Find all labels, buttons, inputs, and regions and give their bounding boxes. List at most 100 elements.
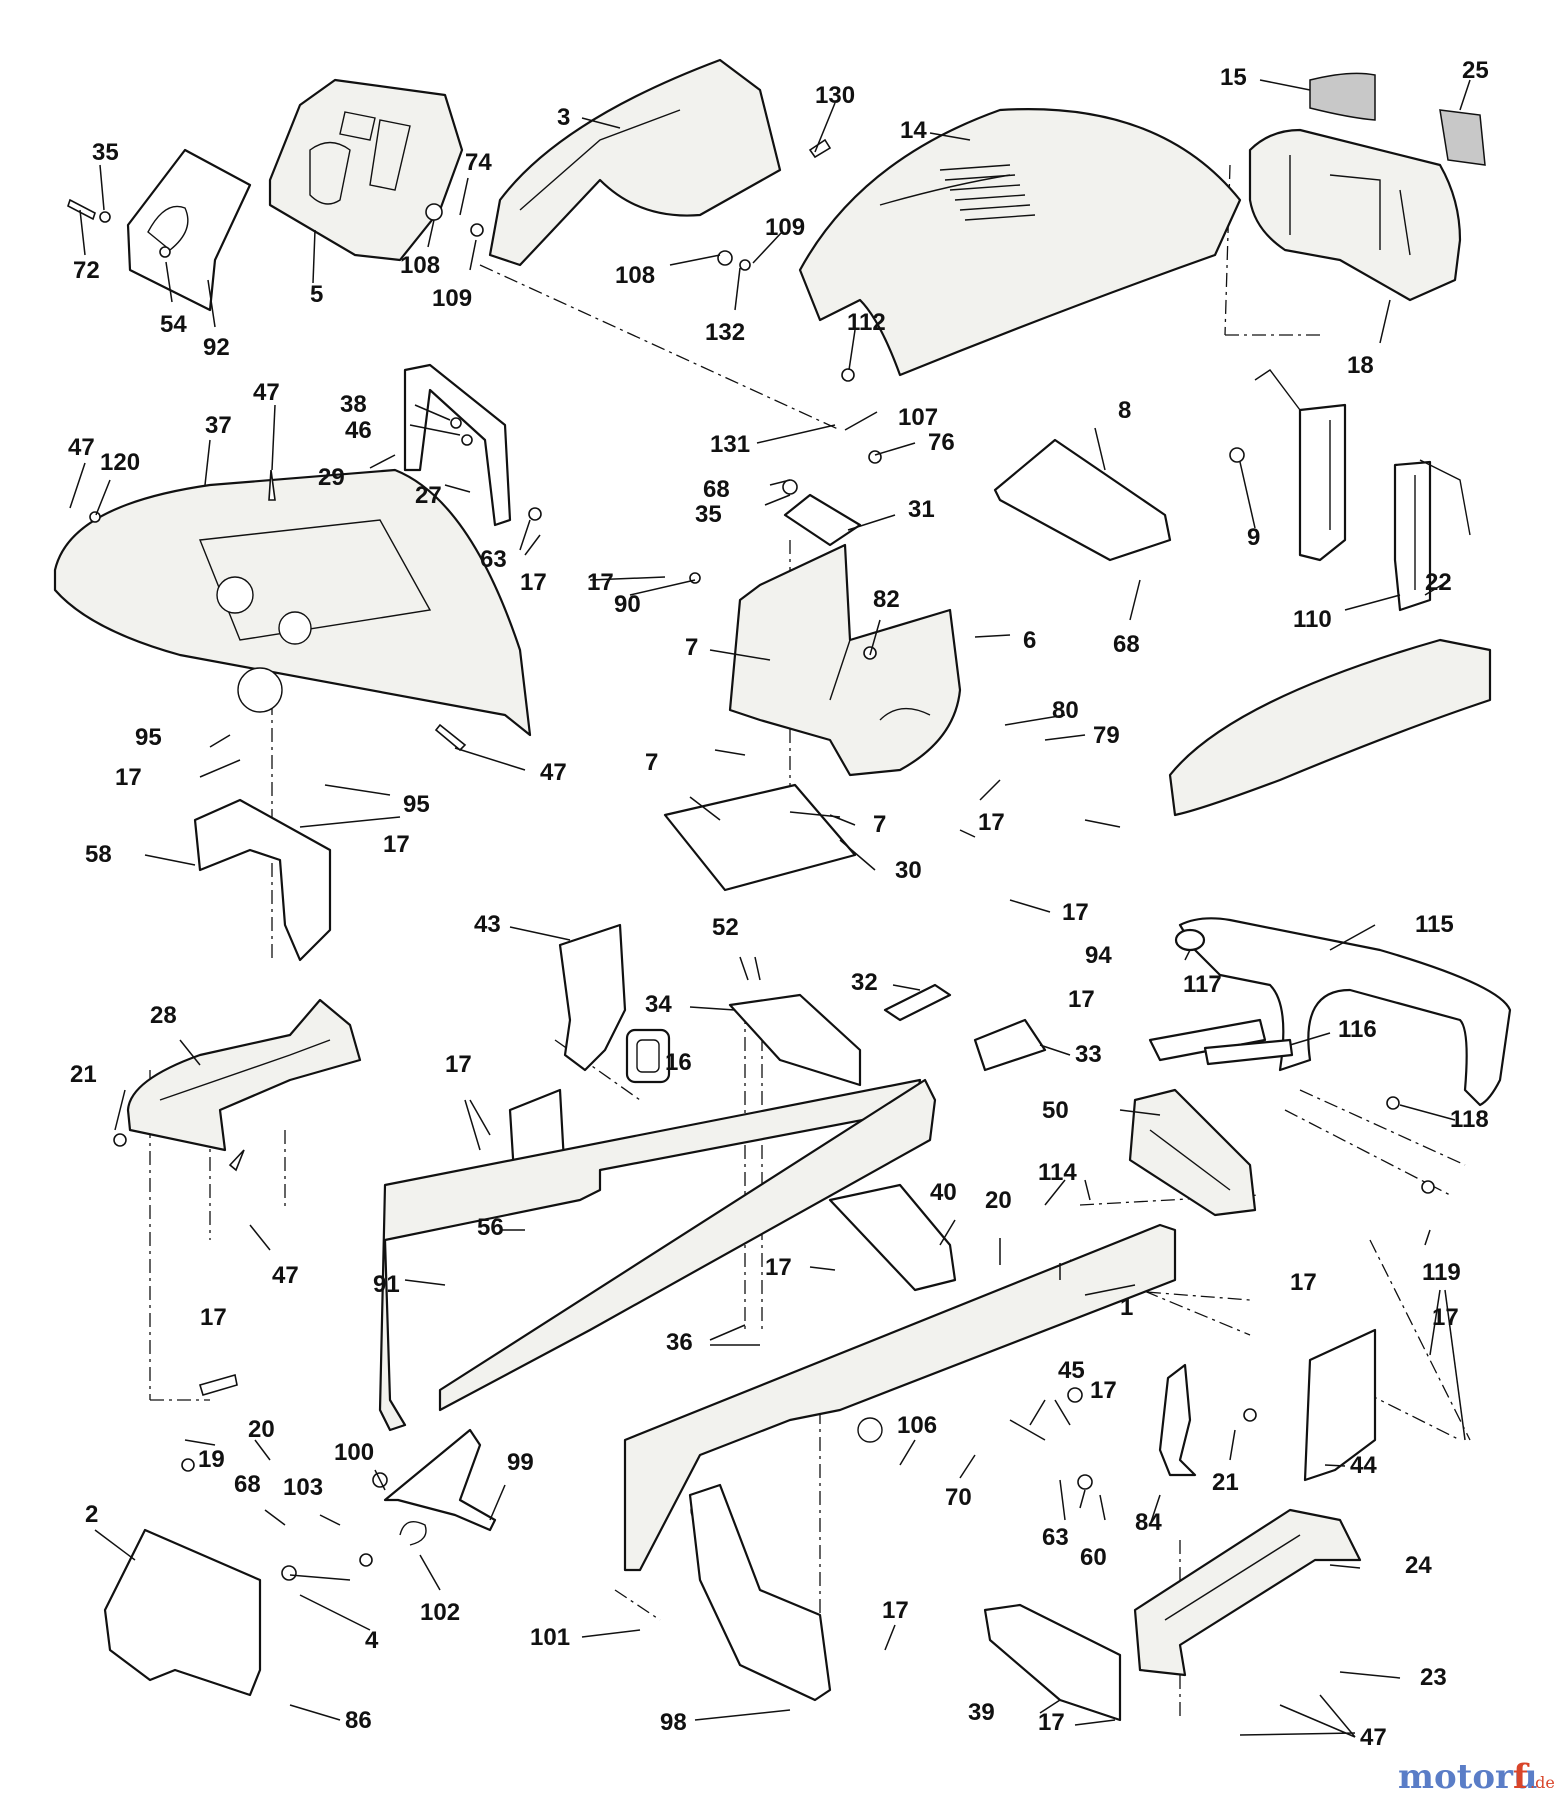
- callout-17: 17: [1062, 899, 1089, 926]
- part-32-bracket: [883, 983, 952, 1022]
- callout-16: 16: [665, 1049, 692, 1076]
- part-14-hood: [798, 108, 1242, 377]
- callout-40: 40: [930, 1179, 957, 1206]
- callout-7: 7: [645, 749, 658, 776]
- callout-119: 119: [1422, 1259, 1461, 1286]
- callout-103: 103: [283, 1474, 323, 1501]
- callout-4: 4: [365, 1627, 379, 1654]
- callout-131: 131: [710, 431, 750, 458]
- callout-52: 52: [712, 914, 739, 941]
- callout-82: 82: [873, 586, 900, 613]
- callout-30: 30: [895, 857, 922, 884]
- callout-19: 19: [198, 1446, 225, 1473]
- callout-24: 24: [1405, 1552, 1432, 1579]
- part-91-frame-rail: [378, 1078, 937, 1432]
- callout-60: 60: [1080, 1544, 1107, 1571]
- callout-3: 3: [557, 104, 570, 131]
- callout-9: 9: [1247, 524, 1260, 551]
- callout-100: 100: [334, 1439, 374, 1466]
- callout-80: 80: [1052, 697, 1079, 724]
- callout-112: 112: [847, 309, 886, 336]
- callout-45: 45: [1058, 1357, 1085, 1384]
- callout-35: 35: [695, 501, 722, 528]
- part-34-bracket: [728, 993, 862, 1087]
- callout-28: 28: [150, 1002, 177, 1029]
- callout-58: 58: [85, 841, 112, 868]
- callout-120: 120: [100, 449, 140, 476]
- callout-38: 38: [340, 391, 367, 418]
- callout-25: 25: [1462, 57, 1489, 84]
- callout-99: 99: [507, 1449, 534, 1476]
- callout-115: 115: [1415, 911, 1454, 938]
- part-25-grille-screen: [1439, 109, 1486, 166]
- callout-116: 116: [1338, 1016, 1377, 1043]
- part-24-footrest-right: [1133, 1508, 1362, 1677]
- callout-17: 17: [1090, 1377, 1117, 1404]
- callout-17: 17: [445, 1051, 472, 1078]
- callout-35: 35: [92, 139, 119, 166]
- callout-50: 50: [1042, 1097, 1069, 1124]
- callout-76: 76: [928, 429, 955, 456]
- callout-34: 34: [645, 991, 672, 1018]
- callout-17: 17: [520, 569, 547, 596]
- part-116-bracket: [1203, 1038, 1294, 1066]
- part-115-pipe: [1148, 917, 1512, 1107]
- callout-109: 109: [432, 285, 472, 312]
- leader-lines: [69, 79, 1471, 1738]
- callout-107: 107: [898, 404, 938, 431]
- callout-74: 74: [465, 149, 492, 176]
- callout-68: 68: [703, 476, 730, 503]
- part-6-console-body: [728, 543, 962, 777]
- callout-20: 20: [248, 1416, 275, 1443]
- callout-47: 47: [272, 1262, 299, 1289]
- callout-47: 47: [68, 434, 95, 461]
- callout-68: 68: [234, 1471, 261, 1498]
- callout-6: 6: [1023, 627, 1036, 654]
- part-15-grille-screen: [1309, 72, 1376, 121]
- part-98-shield: [688, 1483, 832, 1702]
- callout-106: 106: [897, 1412, 937, 1439]
- part-31-plate: [783, 493, 862, 547]
- callout-63: 63: [480, 546, 507, 573]
- part-30-floor-plate: [663, 783, 857, 892]
- callout-114: 114: [1038, 1159, 1077, 1186]
- callout-90: 90: [614, 591, 641, 618]
- callout-18: 18: [1347, 352, 1374, 379]
- callout-14: 14: [900, 117, 927, 144]
- callout-23: 23: [1420, 1664, 1447, 1691]
- callout-86: 86: [345, 1707, 372, 1734]
- hardware: [67, 138, 1435, 1581]
- part-18-nose-housing: [1248, 128, 1462, 302]
- callout-8: 8: [1118, 397, 1131, 424]
- callout-20: 20: [985, 1187, 1012, 1214]
- callout-91: 91: [373, 1271, 400, 1298]
- callout-17: 17: [115, 764, 142, 791]
- watermark-brand-accent: f: [1513, 1757, 1530, 1797]
- watermark-domain: .de: [1530, 1773, 1555, 1792]
- callout-17: 17: [1038, 1709, 1065, 1736]
- callout-7: 7: [873, 811, 886, 838]
- callout-39: 39: [968, 1699, 995, 1726]
- part-40-bracket: [828, 1183, 957, 1292]
- callout-72: 72: [73, 257, 100, 284]
- callout-17: 17: [200, 1304, 227, 1331]
- callout-17: 17: [978, 809, 1005, 836]
- callout-84: 84: [1135, 1509, 1162, 1536]
- callout-46: 46: [345, 417, 372, 444]
- callout-17: 17: [1432, 1304, 1459, 1331]
- callout-17: 17: [383, 831, 410, 858]
- callout-33: 33: [1075, 1041, 1102, 1068]
- callout-63: 63: [1042, 1524, 1069, 1551]
- callout-130: 130: [815, 82, 855, 109]
- callout-54: 54: [160, 311, 187, 338]
- part-29-bracket: [403, 363, 512, 527]
- part-117-cap: [1174, 928, 1206, 952]
- callout-118: 118: [1450, 1106, 1489, 1133]
- callout-27: 27: [415, 482, 442, 509]
- part-102-clip: [399, 1521, 427, 1546]
- part-5-dash-panel: [268, 78, 464, 262]
- watermark-brand: motoru: [1398, 1757, 1538, 1797]
- callout-37: 37: [205, 412, 232, 439]
- callout-32: 32: [851, 969, 878, 996]
